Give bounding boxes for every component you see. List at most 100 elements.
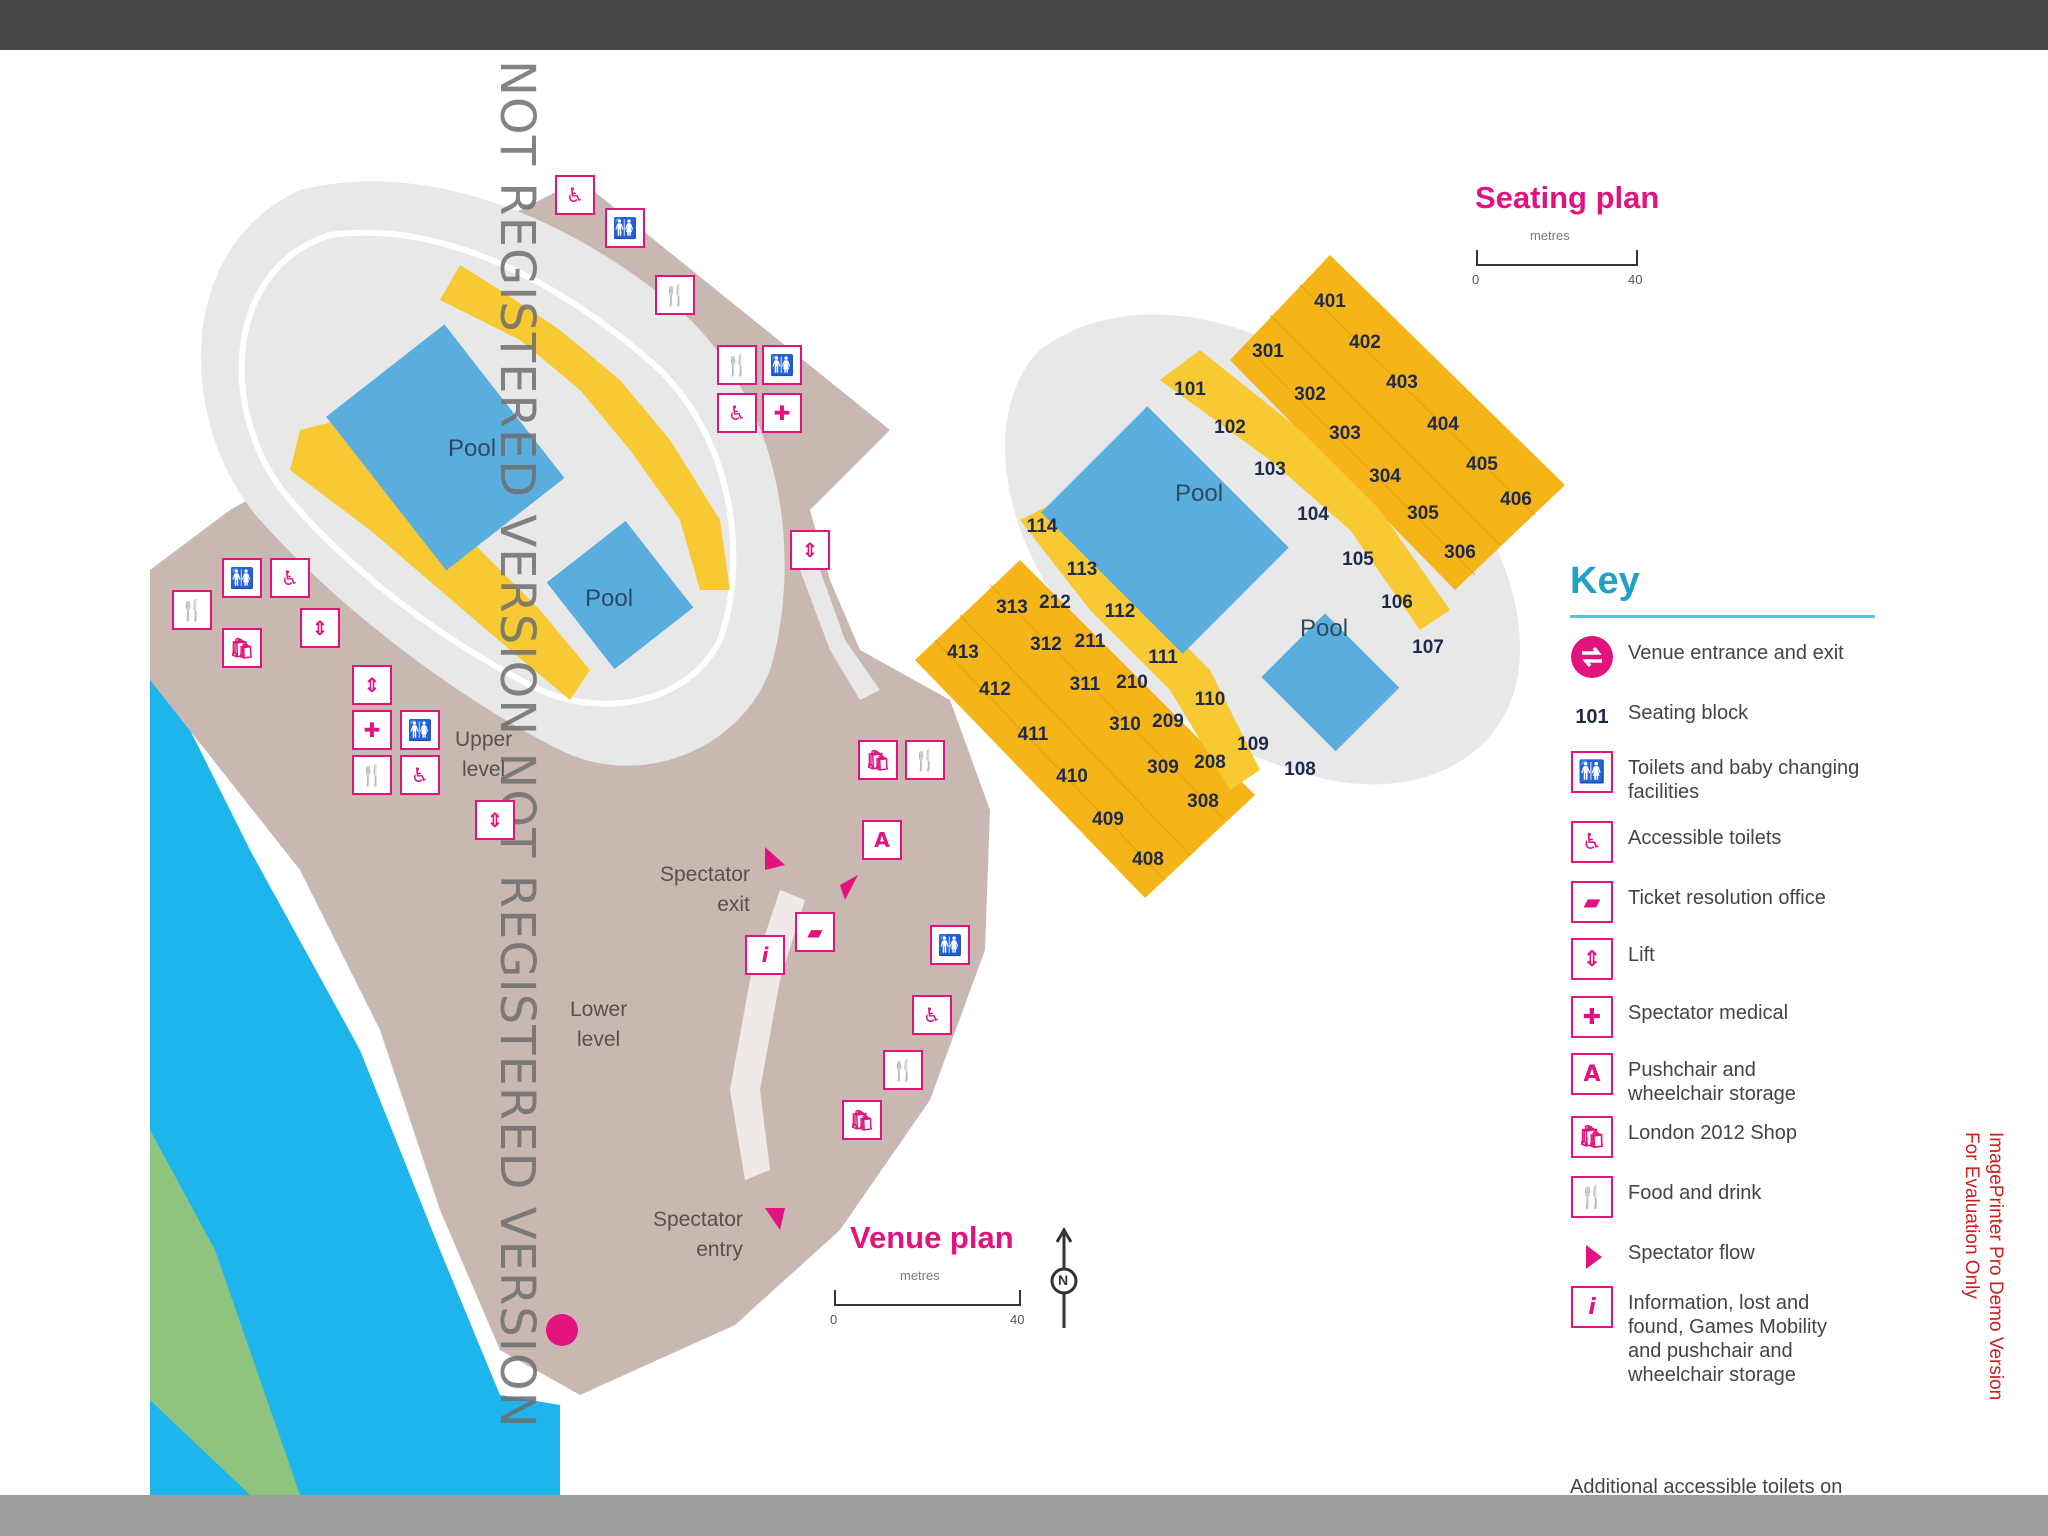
lift-icon: ⇕	[1571, 938, 1613, 980]
seating-block-103: 103	[1254, 459, 1286, 480]
diving-pool	[546, 520, 694, 670]
accessible-toilets-icon: ♿	[1571, 821, 1613, 863]
venue-scale-end: 40	[1010, 1312, 1025, 1327]
venue-food-marker-1: 🍴	[655, 275, 695, 315]
medical-icon: ✚	[762, 393, 802, 433]
lower-level-label: Lower level	[570, 998, 628, 1051]
key-item-food-drink: 🍴 Food and drink	[1570, 1175, 1910, 1219]
venue-lift-marker-1: ⇕	[790, 530, 830, 570]
spectator-entry-label: Spectator entry	[653, 1208, 743, 1261]
food-drink-icon: 🍴	[883, 1050, 923, 1090]
seating-east	[440, 265, 730, 590]
venue-food-marker-2: 🍴	[717, 345, 757, 385]
key-item-shop: 🛍 London 2012 Shop	[1570, 1115, 1910, 1159]
spectator-flow-icon	[1570, 1235, 1614, 1279]
seating-block-409: 409	[1092, 809, 1124, 830]
seating-scale-start: 0	[1472, 272, 1480, 287]
seating-block-208: 208	[1194, 752, 1226, 773]
seating-block-410: 410	[1056, 766, 1088, 787]
information-icon: i	[745, 935, 785, 975]
key-label-ticket-office: Ticket resolution office	[1628, 887, 1826, 909]
seating-block-405: 405	[1466, 454, 1498, 475]
venue-food-marker-6: 🍴	[883, 1050, 923, 1090]
map-graphic	[150, 180, 1638, 1495]
lift-icon: ⇕	[790, 530, 830, 570]
key-label-accessible-toilets: Accessible toilets	[1628, 827, 1782, 849]
key-label-shop: London 2012 Shop	[1628, 1122, 1798, 1144]
flow-arrow-1	[765, 847, 785, 870]
seating-block-412: 412	[979, 679, 1011, 700]
seating-upper-tier	[1230, 255, 1565, 590]
accessible-toilets-icon: ♿	[555, 175, 595, 215]
seating-inner-west	[1020, 500, 1260, 790]
seating-block-106: 106	[1381, 592, 1413, 613]
key-title: Key	[1570, 560, 1640, 602]
venue-stand-outer	[238, 229, 737, 707]
seating-block-309: 309	[1147, 757, 1179, 778]
venue-information-marker: i	[745, 935, 785, 975]
lift-icon: ⇕	[475, 800, 515, 840]
seating-block-308: 308	[1187, 791, 1219, 812]
shop-icon: 🛍	[1571, 1116, 1613, 1158]
venue-medical-marker-2: ✚	[352, 710, 392, 750]
venue-shop-marker-3: 🛍	[842, 1100, 882, 1140]
venue-main-pool-label: Pool	[448, 435, 497, 462]
medical-icon: ✚	[1571, 996, 1613, 1038]
toilets-icon: 🚻	[605, 208, 645, 248]
shop-icon: 🛍	[858, 740, 898, 780]
ticket-office-icon: ▰	[795, 912, 835, 952]
seating-block-303: 303	[1329, 423, 1361, 444]
seating-block-302: 302	[1294, 384, 1326, 405]
seating-block-313: 313	[996, 597, 1028, 618]
seating-block-108: 108	[1284, 759, 1316, 780]
medical-icon: ✚	[352, 710, 392, 750]
venue-accessible-toilets-marker-1: ♿	[555, 175, 595, 215]
key-item-information: i Information, lost and found, Games Mob…	[1570, 1285, 1910, 1387]
flow-arrow-2	[840, 875, 858, 900]
key-item-ticket-office: ▰ Ticket resolution office	[1570, 880, 1910, 924]
venue-toilets-marker-1: 🚻	[605, 208, 645, 248]
key-label-venue-entrance: Venue entrance and exit	[1628, 642, 1844, 664]
key-label-spectator-flow: Spectator flow	[1628, 1242, 1755, 1264]
toilets-icon: 🚻	[1571, 751, 1613, 793]
slide: NOT REGISTERED VERSION NOT REGISTERED VE…	[0, 50, 2048, 1495]
food-drink-icon: 🍴	[1571, 1176, 1613, 1218]
seating-block-111: 111	[1148, 647, 1178, 668]
seating-block-110: 110	[1194, 689, 1226, 710]
seating-block-107: 107	[1412, 637, 1444, 658]
seating-plan-title: Seating plan	[1475, 180, 1660, 215]
seating-scale-end: 40	[1628, 272, 1643, 287]
seating-scale-unit: metres	[1530, 228, 1570, 243]
accessible-toilets-icon: ♿	[400, 755, 440, 795]
flow-arrow-3	[765, 1208, 785, 1230]
venue-toilets-marker-2: 🚻	[762, 345, 802, 385]
venue-scale-bar	[834, 1290, 1021, 1306]
seating-block-104: 104	[1297, 504, 1329, 525]
seating-block-102: 102	[1214, 417, 1246, 438]
seating-block-301: 301	[1252, 341, 1284, 362]
top-bar	[0, 0, 2048, 50]
seating-block-209: 209	[1152, 711, 1184, 732]
toilets-icon: 🚻	[222, 558, 262, 598]
venue-accessible-toilets-marker-2: ♿	[717, 393, 757, 433]
accessible-toilets-icon: ♿	[717, 393, 757, 433]
accessible-toilets-icon: ♿	[270, 558, 310, 598]
venue-accessible-toilets-marker-4: ♿	[400, 755, 440, 795]
venue-ticket-office-marker: ▰	[795, 912, 835, 952]
seating-scale-bar	[1476, 250, 1638, 266]
seating-block-105: 105	[1342, 549, 1374, 570]
seating-block-212: 212	[1039, 592, 1071, 613]
pushchair-icon: A	[1571, 1053, 1613, 1095]
food-drink-icon: 🍴	[352, 755, 392, 795]
food-drink-icon: 🍴	[172, 590, 212, 630]
venue-toilets-marker-3: 🚻	[222, 558, 262, 598]
main-pool	[326, 324, 565, 571]
key-item-lift: ⇕ Lift	[1570, 937, 1910, 981]
key-item-medical: ✚ Spectator medical	[1570, 995, 1910, 1039]
information-icon: i	[1571, 1286, 1613, 1328]
seating-block-109: 109	[1237, 734, 1269, 755]
venue-accessible-toilets-marker-3: ♿	[270, 558, 310, 598]
seating-block-101: 101	[1174, 379, 1206, 400]
key-label-information: Information, lost and found, Games Mobil…	[1628, 1292, 1827, 1386]
venue-toilets-marker-4: 🚻	[400, 710, 440, 750]
